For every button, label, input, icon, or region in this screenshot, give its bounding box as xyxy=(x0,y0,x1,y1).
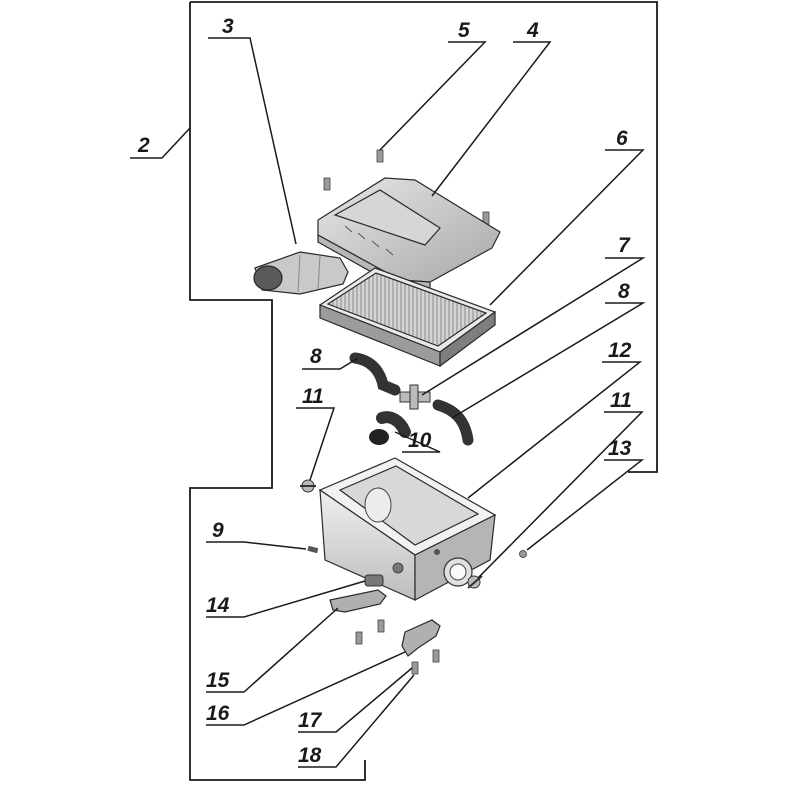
callout-7: 7 xyxy=(618,234,631,257)
assembly-frame-outline xyxy=(189,1,658,781)
callout-2: 2 xyxy=(137,134,150,157)
part-16-bracket xyxy=(401,619,441,657)
callout-8-right: 8 xyxy=(618,280,630,303)
part-11-clamp-left xyxy=(300,479,316,493)
callout-13: 13 xyxy=(608,437,632,460)
callout-11-right: 11 xyxy=(610,389,632,412)
part-6-filter-element xyxy=(318,267,497,368)
callout-11-left: 11 xyxy=(302,385,324,408)
part-12-lower-housing xyxy=(318,457,497,601)
callout-9: 9 xyxy=(212,519,224,542)
callout-12: 12 xyxy=(608,339,632,362)
callout-18: 18 xyxy=(298,744,322,767)
part-8-hose-right xyxy=(432,399,474,446)
callout-5: 5 xyxy=(458,19,470,42)
part-14-fitting xyxy=(364,574,384,587)
callout-6: 6 xyxy=(616,127,628,150)
part-15-bracket xyxy=(329,589,387,613)
callout-3: 3 xyxy=(222,15,234,38)
callout-10: 10 xyxy=(408,429,432,452)
callout-14: 14 xyxy=(206,594,230,617)
callout-17: 17 xyxy=(298,709,323,732)
callout-labels: 2 3 4 5 6 7 8 8 9 10 11 11 12 13 14 15 1… xyxy=(137,15,632,767)
callout-15: 15 xyxy=(206,669,230,692)
part-11-clamp-right xyxy=(467,575,483,589)
part-7-tee-fitting xyxy=(399,384,431,410)
part-13-nut xyxy=(519,550,527,558)
part-8-hose-left xyxy=(349,352,401,396)
callout-8-left: 8 xyxy=(310,345,322,368)
part-3-intake-duct xyxy=(253,251,349,295)
callout-4: 4 xyxy=(526,19,539,42)
callout-16: 16 xyxy=(206,702,230,725)
part-10-elbow-hose xyxy=(369,411,411,445)
leader-lines xyxy=(130,37,646,768)
part-9-pin xyxy=(307,545,319,554)
